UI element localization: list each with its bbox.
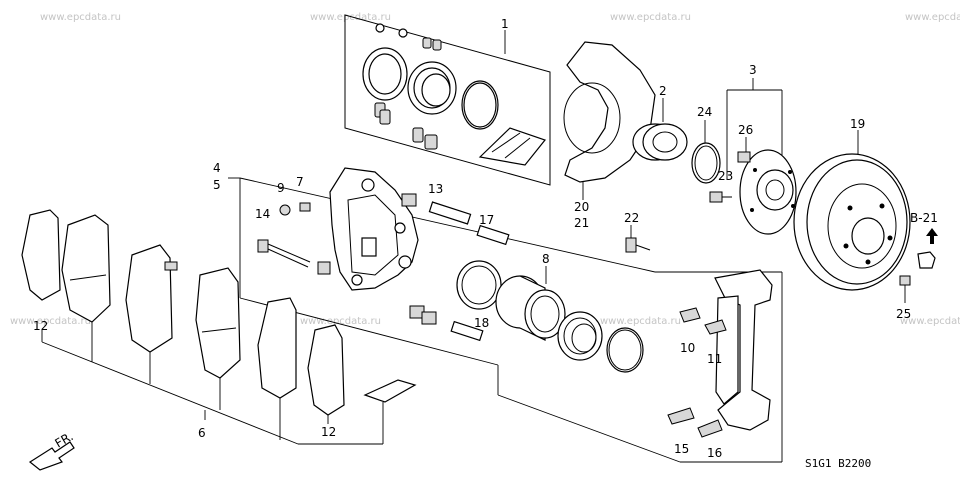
watermark-text: www.epcdata.ru [900,316,960,327]
part-label-4: 4 [213,161,221,175]
wheel-bearing [632,98,688,161]
front-direction-arrow: FR. [28,429,76,471]
watermark-text: www.epcdata.ru [610,12,691,23]
part-label-12-left: 12 [33,319,48,333]
part-label-20: 20 [574,200,589,214]
part-label-18: 18 [474,316,489,330]
part-label-9: 9 [277,181,285,195]
mounting-bolt [625,225,651,253]
wheel-hub [709,78,797,235]
part-label-10: 10 [680,341,695,355]
caliper-bracket [667,269,773,438]
part-label-12-right: 12 [321,425,336,439]
part-label-16: 16 [707,446,722,460]
part-label-15: 15 [674,442,689,456]
part-label-24: 24 [697,105,712,119]
part-label-21: 21 [574,216,589,230]
brake-disc [793,130,938,303]
splash-guard [563,41,656,200]
part-label-22: 22 [624,211,639,225]
part-label-3: 3 [749,63,757,77]
caliper-body [257,167,510,342]
part-label-1: 1 [501,17,509,31]
watermark-text: www.epcdata.ru [40,12,121,23]
watermark-text: www.epcdata.ru [600,316,681,327]
part-label-13: 13 [428,182,443,196]
piston-and-seals [456,260,644,373]
watermark-text: www.epcdata.ru [10,316,91,327]
part-label-2: 2 [659,84,667,98]
part-label-6: 6 [198,426,206,440]
part-labels: 1 2 3 4 5 6 7 8 9 10 11 12 12 13 14 15 1… [33,17,938,470]
seal-kit-group [344,14,551,186]
part-label-5: 5 [213,178,221,192]
part-label-8: 8 [542,252,550,266]
part-label-17: 17 [479,213,494,227]
part-label-25: 25 [896,307,911,321]
watermark-text: www.epcdata.ru [310,12,391,23]
part-label-26: 26 [738,123,753,137]
part-label-14: 14 [255,207,270,221]
watermark-layer: www.epcdata.ru www.epcdata.ru www.epcdat… [10,12,960,327]
watermark-text: www.epcdata.ru [905,12,960,23]
part-label-23: 23 [718,169,733,183]
diagram-code: S1G1 B2200 [805,457,871,470]
reference-label: B-21 [910,211,938,225]
part-label-19: 19 [850,117,865,131]
brake-pads [21,209,417,445]
part-label-11: 11 [707,352,722,366]
snap-ring [691,120,721,184]
watermark-text: www.epcdata.ru [300,316,381,327]
part-label-7: 7 [296,175,304,189]
